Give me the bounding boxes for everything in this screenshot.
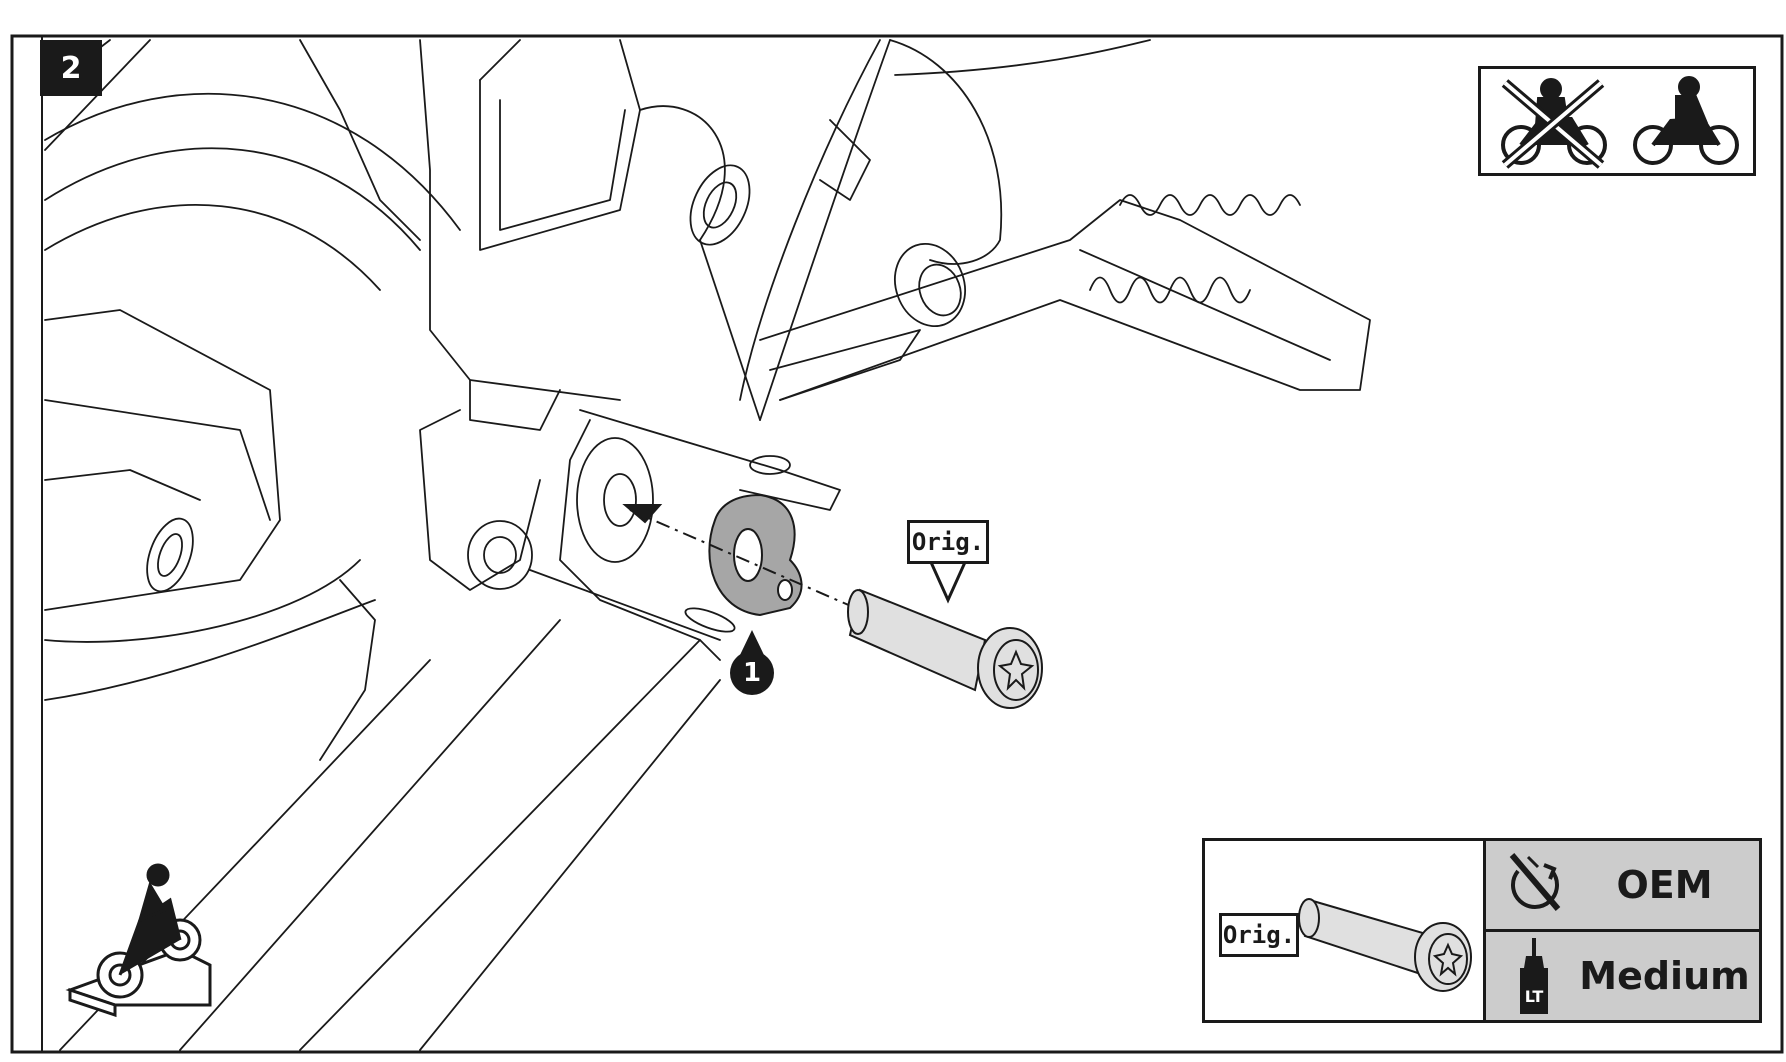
callout-pointer (740, 630, 764, 655)
fastener-spec-table: Orig. OEM (1202, 838, 1762, 1023)
callout-marker-1: 1 (730, 651, 774, 695)
bike-on-stand-icon (65, 863, 212, 1018)
no-rider-icon (1501, 78, 1607, 169)
rider-on-bike-icon (1633, 76, 1739, 165)
assembly-axis (622, 504, 861, 611)
rider-status-icons (1501, 76, 1739, 169)
washer-part (708, 493, 803, 617)
torque-wrench-icon (1509, 853, 1561, 911)
orig-tag-pointer (928, 559, 968, 604)
torx-bolt (847, 588, 1043, 709)
spec-values: OEM LT Medium (1486, 841, 1759, 1020)
motorcycle-frame-lines (44, 39, 1371, 1051)
fastener-preview: Orig. (1205, 841, 1486, 1020)
torque-value: OEM (1616, 863, 1713, 907)
threadlocker-row: LT Medium (1486, 929, 1759, 1020)
torque-row: OEM (1486, 841, 1759, 929)
threadlocker-bottle-icon: LT (1520, 938, 1548, 1014)
orig-tag: Orig. (907, 520, 989, 564)
step-number-badge: 2 (40, 40, 102, 96)
orig-tag-small: Orig. (1219, 913, 1299, 957)
threadlocker-value: Medium (1579, 954, 1750, 998)
torx-bolt-icon (1298, 898, 1472, 992)
rider-status-box (1478, 66, 1756, 176)
threadlocker-icon-label: LT (1525, 987, 1544, 1006)
inner-border (41, 35, 1783, 1053)
